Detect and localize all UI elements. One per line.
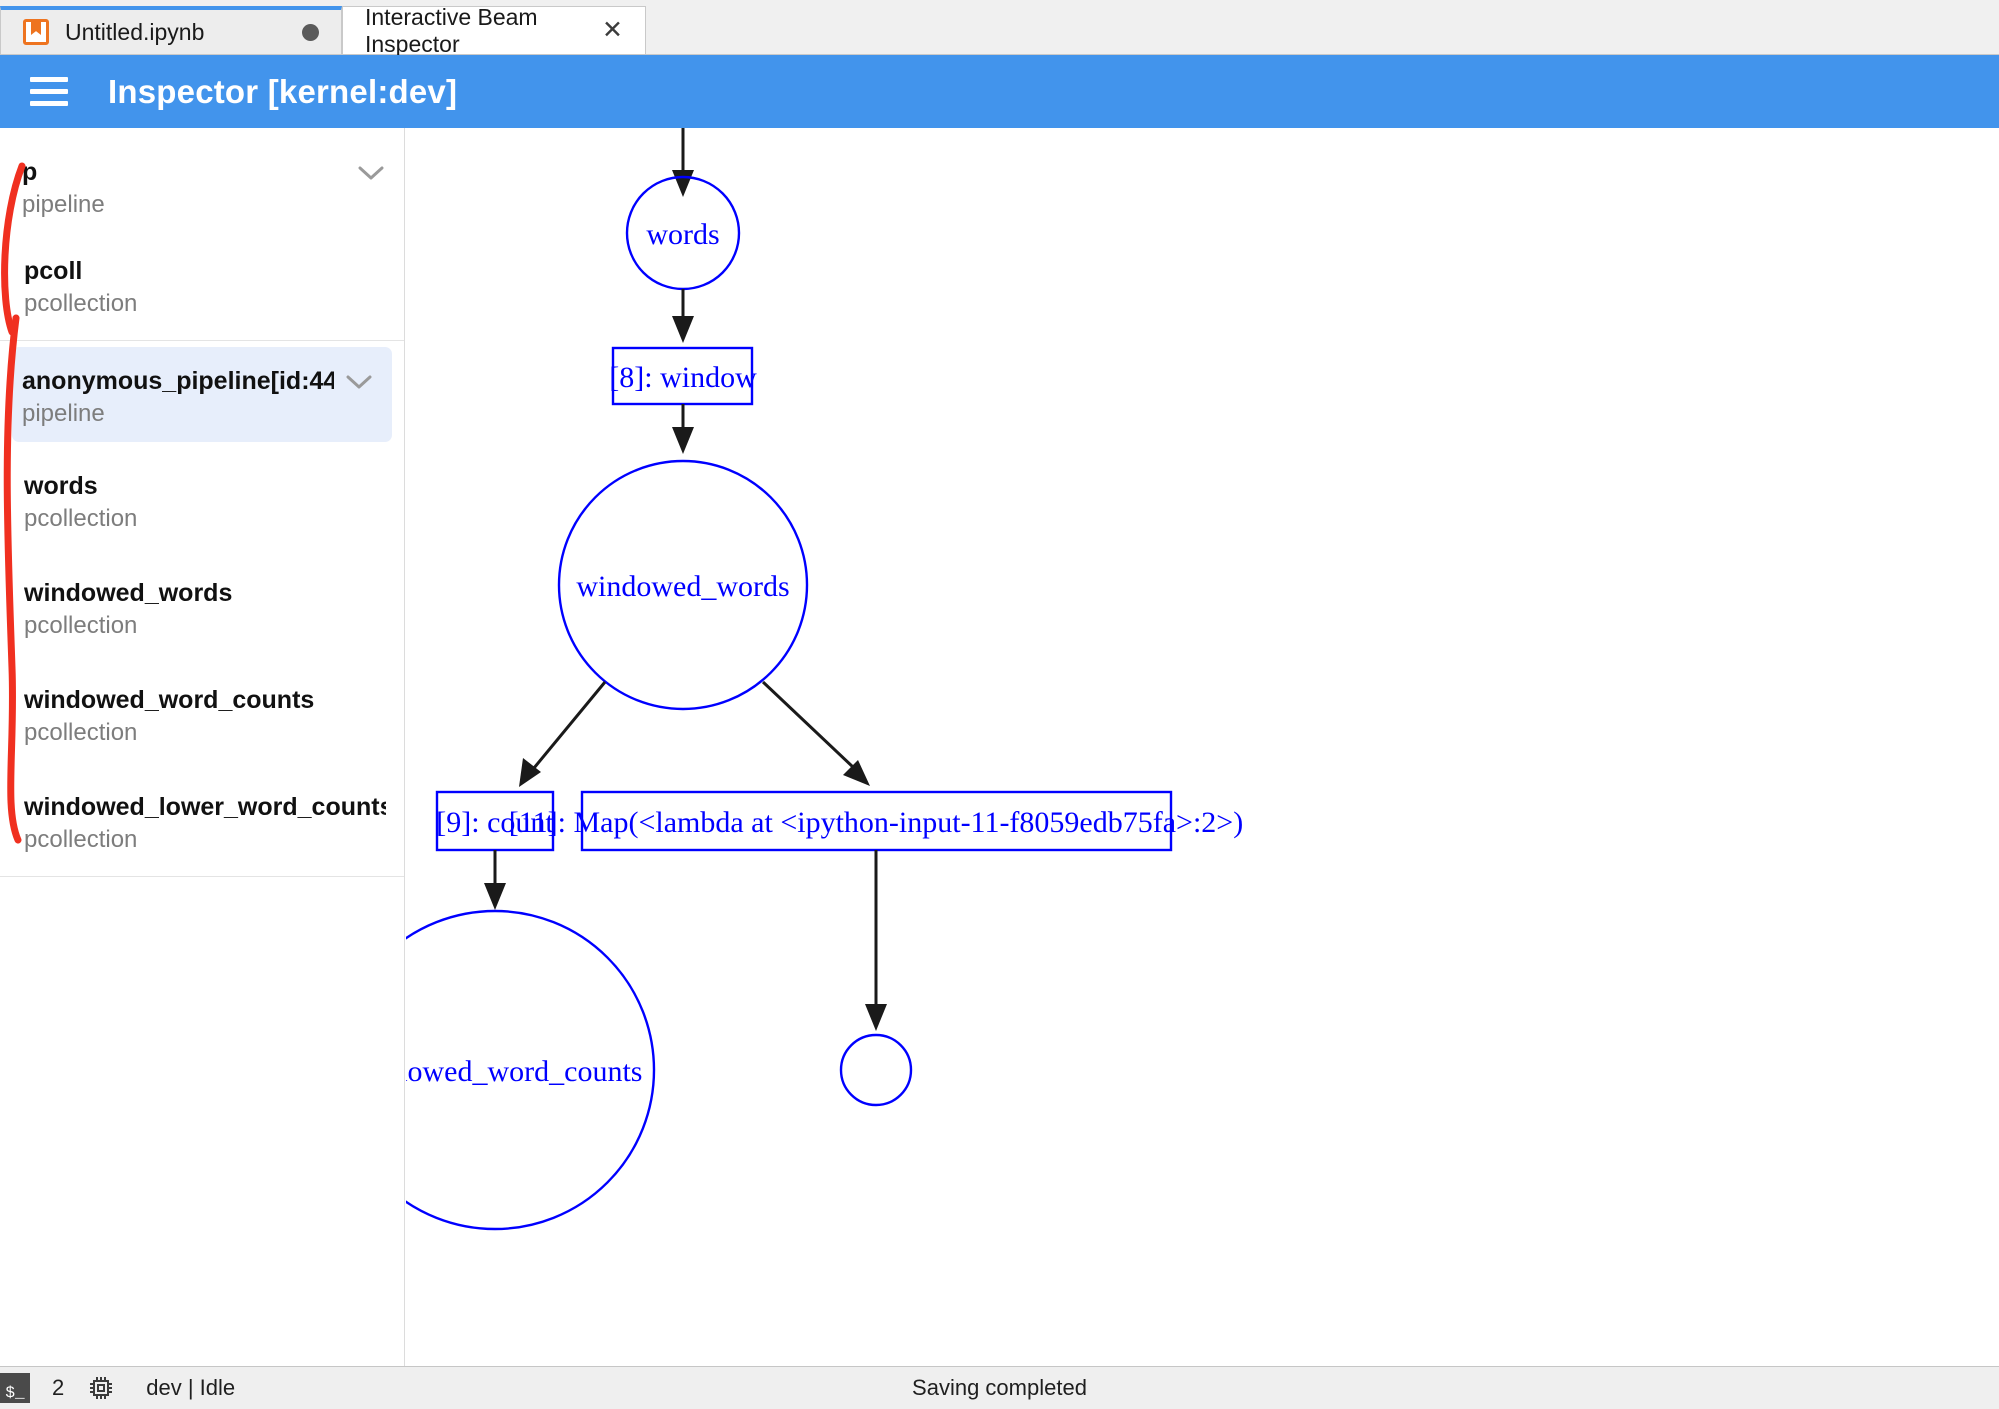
sidebar-item-label: p xyxy=(22,158,38,186)
sidebar-item-kind: pipeline xyxy=(22,191,105,218)
graph-node-map[interactable]: [11]: Map(<lambda at <ipython-input-11-f… xyxy=(509,790,1243,852)
sidebar-item-kind: pcollection xyxy=(24,826,138,853)
tab-label: Untitled.ipynb xyxy=(65,18,205,45)
graph-node-unnamed[interactable] xyxy=(839,1033,913,1107)
graph-node-words[interactable]: words xyxy=(625,175,741,291)
tab-untitled-ipynb[interactable]: Untitled.ipynb xyxy=(0,6,342,54)
sidebar-item-words[interactable]: words pcollection xyxy=(0,448,404,555)
graph-edge-words-window xyxy=(672,289,694,343)
graph-edge-map-unnamed xyxy=(865,850,887,1031)
unsaved-indicator-icon[interactable] xyxy=(302,23,319,41)
kernel-status[interactable]: dev | Idle xyxy=(146,1375,236,1400)
graph-node-label: windowed_word_counts xyxy=(406,1055,642,1088)
hamburger-bar xyxy=(30,101,68,106)
graph-edge-window-windowed-words xyxy=(672,404,694,454)
graph-node-label: [9]: count xyxy=(436,806,554,839)
graph-node-windowed-word-counts[interactable]: windowed_word_counts xyxy=(406,909,656,1231)
sidebar-item-p[interactable]: p pipeline xyxy=(0,128,404,233)
sidebar-item-title-line: pcoll xyxy=(24,257,386,286)
tab-bar: Untitled.ipynb Interactive Beam Inspecto… xyxy=(0,0,1999,57)
pipeline-graph[interactable]: words [8]: window windowed_words xyxy=(406,128,1999,1366)
sidebar-item-kind: pcollection xyxy=(24,290,138,317)
status-bar: $_ 2 dev | Idle Saving completed xyxy=(0,1366,1999,1409)
chevron-down-icon[interactable] xyxy=(344,373,374,391)
sidebar-item-label: windowed_lower_word_counts xyxy=(24,793,386,821)
tab-untitled-label-group: Untitled.ipynb xyxy=(23,19,204,46)
graph-node-label: [8]: window xyxy=(609,361,757,394)
sidebar-item-kind: pcollection xyxy=(24,612,138,639)
chevron-down-icon[interactable] xyxy=(356,164,386,182)
sidebar-item-pcoll[interactable]: pcoll pcollection xyxy=(0,233,404,340)
graph-node-label: words xyxy=(646,218,719,251)
cpu-chip-icon[interactable] xyxy=(88,1375,114,1401)
notebook-icon xyxy=(23,19,49,45)
sidebar-item-label: anonymous_pipeline[id:44516… xyxy=(22,367,334,395)
sidebar-item-windowed-word-counts[interactable]: windowed_word_counts pcollection xyxy=(0,662,404,769)
content-area: p pipeline pcoll pcollection anonymous_p… xyxy=(0,128,1999,1366)
sidebar-item-windowed-lower-word-counts[interactable]: windowed_lower_word_counts pcollection xyxy=(0,769,404,876)
hamburger-bar xyxy=(30,89,68,94)
sidebar-item-label: windowed_word_counts xyxy=(24,686,315,714)
close-icon[interactable]: ✕ xyxy=(602,16,623,44)
sidebar-item-title-line: anonymous_pipeline[id:44516… xyxy=(22,367,374,396)
graph-edge-count-windowed-word-counts xyxy=(484,850,506,910)
sidebar-item-kind: pcollection xyxy=(24,719,138,746)
graph-node-label: windowed_words xyxy=(576,570,789,603)
graph-node-label: [11]: Map(<lambda at <ipython-input-11-f… xyxy=(509,806,1243,839)
sidebar-item-kind: pipeline xyxy=(22,400,105,427)
sidebar-group-anonymous-pipeline: anonymous_pipeline[id:44516… pipeline wo… xyxy=(0,347,404,877)
graph-node-window[interactable]: [8]: window xyxy=(609,346,757,406)
terminal-icon[interactable]: $_ xyxy=(0,1373,30,1403)
graph-edge-root-words xyxy=(672,128,694,197)
graph-node-windowed-words[interactable]: windowed_words xyxy=(557,459,809,711)
sidebar-item-windowed-words[interactable]: windowed_words pcollection xyxy=(0,555,404,662)
hamburger-icon[interactable] xyxy=(30,77,68,106)
sidebar-item-anonymous-pipeline[interactable]: anonymous_pipeline[id:44516… pipeline xyxy=(12,347,392,442)
sidebar[interactable]: p pipeline pcoll pcollection anonymous_p… xyxy=(0,128,405,1366)
sidebar-item-title-line: p xyxy=(22,158,386,187)
sidebar-item-label: windowed_words xyxy=(24,579,233,607)
graph-edge-windowed-words-map xyxy=(761,680,870,786)
sidebar-item-kind: pcollection xyxy=(24,505,138,532)
terminal-count: 2 xyxy=(52,1375,65,1400)
app-header: Inspector [kernel:dev] xyxy=(0,55,1999,128)
pipeline-graph-svg[interactable]: words [8]: window windowed_words xyxy=(406,128,1999,1366)
tab-label: Interactive Beam Inspector xyxy=(365,3,538,57)
graph-edge-windowed-words-count xyxy=(519,681,607,787)
sidebar-item-label: pcoll xyxy=(24,257,83,285)
sidebar-group-p: p pipeline pcoll pcollection xyxy=(0,128,404,341)
tab-interactive-beam-inspector[interactable]: Interactive Beam Inspector ✕ xyxy=(342,4,646,57)
page-title: Inspector [kernel:dev] xyxy=(108,72,458,110)
hamburger-bar xyxy=(30,77,68,82)
sidebar-item-label: words xyxy=(24,472,98,500)
save-status: Saving completed xyxy=(912,1375,1087,1400)
